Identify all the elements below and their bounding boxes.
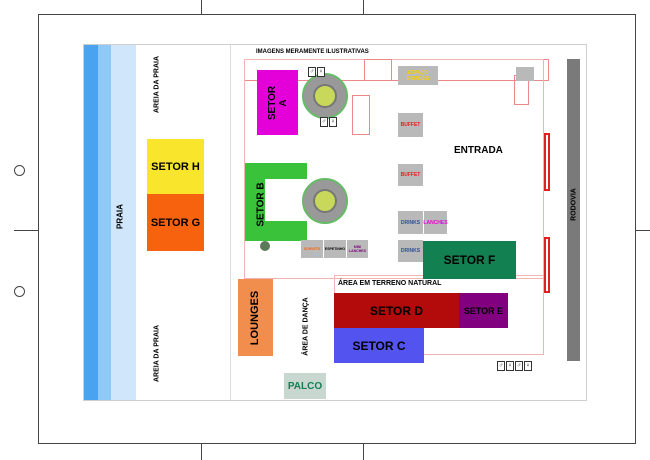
fold-mark [201,0,202,14]
beach-band [111,45,136,400]
beach-label: PRAIA [115,204,125,229]
stage[interactable]: PALCO [284,373,326,399]
kiosk-espetinho[interactable]: ESPETINHO [324,240,346,258]
gate-icon [544,237,550,293]
top-right-kiosk [516,67,534,81]
bar-round-icon [313,189,337,213]
wall-outline [352,95,370,135]
road-label: RODOVIA [570,188,578,221]
drinks-2[interactable]: DRINKS [398,240,423,262]
drinks-1[interactable]: DRINKS [398,211,423,234]
kiosk-sorvete[interactable]: SORVETE [301,240,323,258]
sector-a-label: SETOR A [266,85,289,120]
sand-label-bottom: AREIA DA PRAIA [153,324,161,383]
sector-a[interactable]: SETOR A [257,70,298,135]
shore-stripe [98,45,111,400]
gate-icon [544,133,550,191]
bar-round-icon [313,84,337,108]
top-kiosk[interactable]: ESPAÇO BRINDES [398,66,438,85]
sector-c[interactable]: SETOR C [334,328,424,363]
stage-decoration-icon [260,241,270,251]
sector-g[interactable]: SETOR G [147,194,204,251]
binder-hole-icon [14,165,25,176]
binder-hole-icon [14,286,25,297]
fold-mark [14,230,38,231]
sea-stripe [84,45,98,400]
restroom-icon: ♂♀ [320,117,337,127]
illustrative-notice: IMAGENS MERAMENTE ILUSTRATIVAS [256,49,369,55]
sector-h[interactable]: SETOR H [147,139,204,194]
dance-area-label: ÁREA DE DANÇA [302,297,310,356]
lounges-label: LOUNGES [249,290,262,345]
restroom-icon: ♂♀ [308,67,325,77]
wall-outline [364,59,392,81]
fold-mark [636,230,650,231]
sector-d[interactable]: SETOR D [334,293,459,328]
floor-plan: PRAIA AREIA DA PRAIA AREIA DA PRAIA SETO… [83,44,587,401]
sector-e[interactable]: SETOR E [459,293,508,328]
sector-f[interactable]: SETOR F [423,241,516,279]
sector-b-inner [265,179,307,221]
beach-divider [230,45,231,400]
entrance-label: ENTRADA [454,145,503,156]
buffet-1[interactable]: BUFFET [398,113,423,137]
kiosk-mini-lanches[interactable]: MINI LANCHES [347,240,368,258]
road [567,59,580,361]
restroom-icon: ♂♀♂♀ [497,361,532,371]
buffet-2[interactable]: BUFFET [398,164,423,186]
lounges[interactable]: LOUNGES [238,279,273,356]
fold-mark [363,0,364,14]
wall-outline [244,59,544,279]
lanches[interactable]: LANCHES [423,211,448,234]
fold-mark [363,444,364,460]
natural-area-label: ÁREA EM TERRENO NATURAL [338,280,442,287]
sand-label-top: AREIA DA PRAIA [153,55,161,114]
fold-mark [201,444,202,460]
